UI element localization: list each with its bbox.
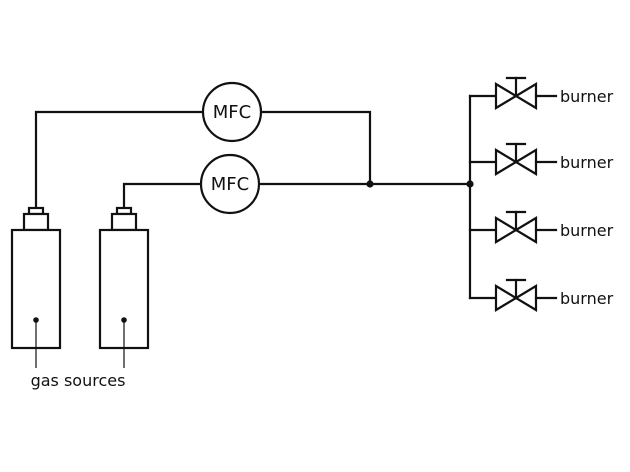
pipe-mfc-1-to-junction: [259, 110, 372, 186]
burner-branch-1: burner: [468, 76, 614, 110]
burner-branch-2: burner: [468, 142, 614, 176]
gas-cylinder-1-cap: [22, 212, 50, 232]
pipe-source-1-to-mfc-1: [34, 110, 205, 210]
burner-branch-2-valve-right: [513, 148, 538, 176]
mfc-1-circle: [201, 81, 263, 143]
burner-label: burner: [560, 289, 614, 308]
pipe-source-2-to-mfc-2: [122, 182, 202, 210]
burner-branch-3-valve-left: [494, 216, 519, 244]
burner-branch-1-valve-right: [513, 82, 538, 110]
burner-branch-1-valve-left: [494, 82, 519, 110]
gas-cylinder-2: [98, 206, 150, 368]
mfc-1-label: MFC: [213, 102, 251, 123]
burner-branch-3-valve-right: [513, 216, 538, 244]
burner-branch-3: burner: [468, 210, 614, 244]
junction-dot-mfc-merge: [366, 180, 374, 188]
burner-label: burner: [560, 153, 614, 172]
junction-dot-manifold: [466, 180, 474, 188]
mfc-2-circle: [199, 153, 261, 215]
burner-branch-4: burner: [468, 278, 614, 312]
mfc-2-label: MFC: [211, 174, 249, 195]
gas-sources-label: gas sources: [31, 371, 126, 390]
burner-label: burner: [560, 87, 614, 106]
burner-label: burner: [560, 221, 614, 240]
mfc-1: MFC: [201, 81, 263, 143]
burner-branch-4-valve-right: [513, 284, 538, 312]
gas-cylinder-1: [10, 206, 62, 368]
mfc-2: MFC: [199, 153, 261, 215]
burner-branch-2-valve-left: [494, 148, 519, 176]
pipe-network: [34, 94, 472, 300]
burner-branch-4-valve-left: [494, 284, 519, 312]
gas-cylinder-2-cap: [110, 212, 138, 232]
